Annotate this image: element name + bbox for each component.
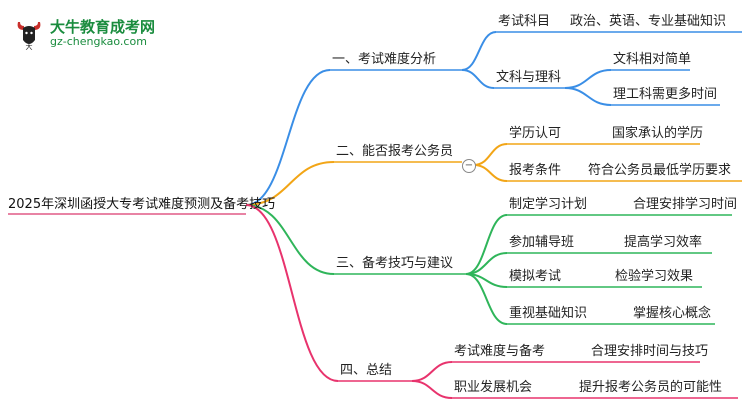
topic-node[interactable]: 模拟考试 [509,269,562,284]
branch-connector [245,204,335,275]
branch-connector [245,161,335,206]
leaf-node[interactable]: 政治、英语、专业基础知识 [570,14,727,29]
leaf-node[interactable]: 提升报考公务员的可能性 [579,380,723,395]
root-node[interactable]: 2025年深圳函授大专考试难度预测及备考技巧 [8,197,276,212]
topic-node[interactable]: 制定学习计划 [509,197,588,212]
topic-node[interactable]: 职业发展机会 [454,380,533,395]
leaf-connector [564,69,612,89]
leaf-node[interactable]: 国家承认的学历 [612,126,704,141]
topic-connector [473,164,508,182]
topic-node[interactable]: 参加辅导班 [509,235,575,250]
leaf-connector [564,87,612,106]
branch-node[interactable]: 四、总结 [340,363,393,378]
leaf-node[interactable]: 理工科需更多时间 [613,87,718,102]
topic-connector [473,143,508,166]
bull-head-logo-icon: 大 [17,22,41,50]
leaf-node[interactable]: 提高学习效率 [624,235,703,250]
topic-node[interactable]: 学历认可 [509,126,562,141]
topic-node[interactable]: 重视基础知识 [509,306,588,321]
topic-node[interactable]: 文科与理科 [496,70,562,85]
leaf-node[interactable]: 检验学习效果 [615,269,694,284]
topic-connector [461,69,495,89]
branch-connector [245,204,339,382]
leaf-node[interactable]: 文科相对简单 [613,52,692,67]
topic-node[interactable]: 考试难度与备考 [454,344,546,359]
leaf-node[interactable]: 合理安排学习时间 [633,197,738,212]
leaf-node[interactable]: 合理安排时间与技巧 [591,344,709,359]
topic-connector [411,380,453,399]
topic-node[interactable]: 考试科目 [498,14,551,29]
branch-connector [245,69,331,206]
branch-node[interactable]: 一、考试难度分析 [332,52,437,67]
topic-connector [411,361,453,382]
collapse-toggle-icon[interactable]: − [462,159,476,173]
topic-connector [461,31,497,71]
topic-node[interactable]: 报考条件 [509,163,562,178]
topic-connector [465,273,508,325]
site-logo[interactable]: 大 大牛教育成考网 gz-chengkao.com [8,12,198,56]
svg-text:大: 大 [26,42,33,50]
logo-title: 大牛教育成考网 [50,18,156,36]
branch-node[interactable]: 三、备考技巧与建议 [336,256,454,271]
topic-connector [465,214,508,275]
logo-url: gz-chengkao.com [50,35,147,48]
branch-node[interactable]: 二、能否报考公务员 [336,144,454,159]
leaf-node[interactable]: 掌握核心概念 [633,306,712,321]
leaf-node[interactable]: 符合公务员最低学历要求 [588,163,732,178]
